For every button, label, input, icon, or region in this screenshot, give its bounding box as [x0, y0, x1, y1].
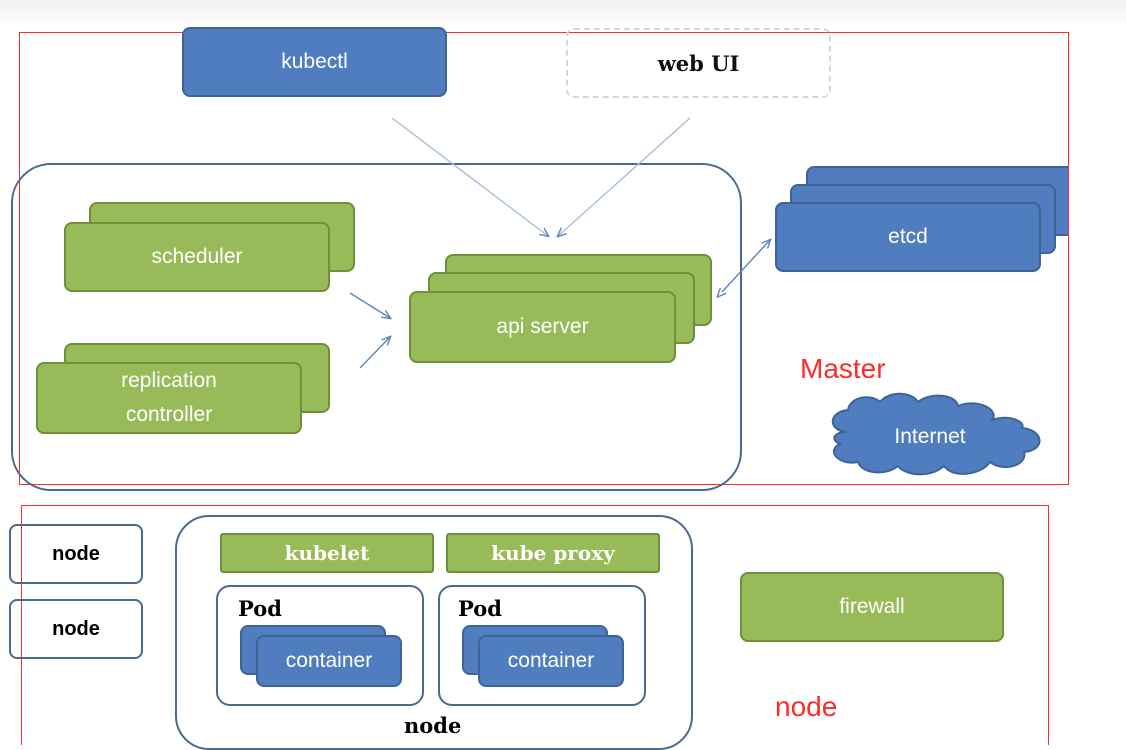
replication-controller-label-line1: replication	[121, 369, 217, 392]
node-box-b-label: node	[52, 617, 100, 640]
kubectl-box: kubectl	[182, 27, 447, 97]
container-2-box: container	[478, 635, 624, 687]
replication-controller-box: replication controller	[36, 362, 302, 434]
web-ui-box: web UI	[566, 28, 831, 98]
container-2-label: container	[507, 649, 595, 672]
arrow-api-etcd	[722, 240, 770, 292]
arrow-scheduler-to-api	[349, 292, 390, 318]
node-region	[21, 505, 1049, 745]
arrow-webui-to-api	[558, 117, 691, 236]
node-region-label: node	[775, 691, 838, 722]
scheduler-box: scheduler	[64, 222, 330, 292]
pod-1-label: Pod	[238, 596, 282, 621]
node-box-a: node	[9, 524, 143, 584]
kubectl-label: kubectl	[281, 50, 348, 73]
master-region	[19, 32, 1069, 485]
firewall-box: firewall	[740, 572, 1004, 642]
firewall-label: firewall	[839, 595, 905, 618]
pod-2-label: Pod	[458, 596, 502, 621]
pod-box-1	[216, 585, 424, 706]
api-server-label: api server	[496, 315, 589, 338]
node-caption: node	[404, 713, 462, 738]
node-box-a-label: node	[52, 542, 100, 565]
internet-label: Internet	[894, 425, 966, 448]
node-box-b: node	[9, 599, 143, 659]
scheduler-label: scheduler	[151, 245, 243, 268]
web-ui-label: web UI	[657, 50, 740, 76]
master-label: Master	[800, 353, 886, 384]
kube-proxy-box: kube proxy	[446, 533, 660, 573]
api-server-box: api server	[409, 291, 676, 363]
master-components-container	[11, 163, 742, 491]
container-1-label: container	[285, 649, 373, 672]
kube-proxy-label: kube proxy	[491, 541, 615, 565]
pod-box-2	[438, 585, 646, 706]
container-1-box: container	[256, 635, 402, 687]
arrow-kubectl-to-api	[391, 117, 548, 236]
etcd-box: etcd	[775, 202, 1041, 272]
kubelet-box: kubelet	[220, 533, 434, 573]
kubelet-label: kubelet	[284, 541, 370, 565]
window-top-bar	[0, 0, 1126, 26]
arrow-replication-to-api	[359, 337, 390, 369]
replication-controller-label-line2: controller	[125, 403, 213, 426]
etcd-label: etcd	[888, 225, 928, 248]
